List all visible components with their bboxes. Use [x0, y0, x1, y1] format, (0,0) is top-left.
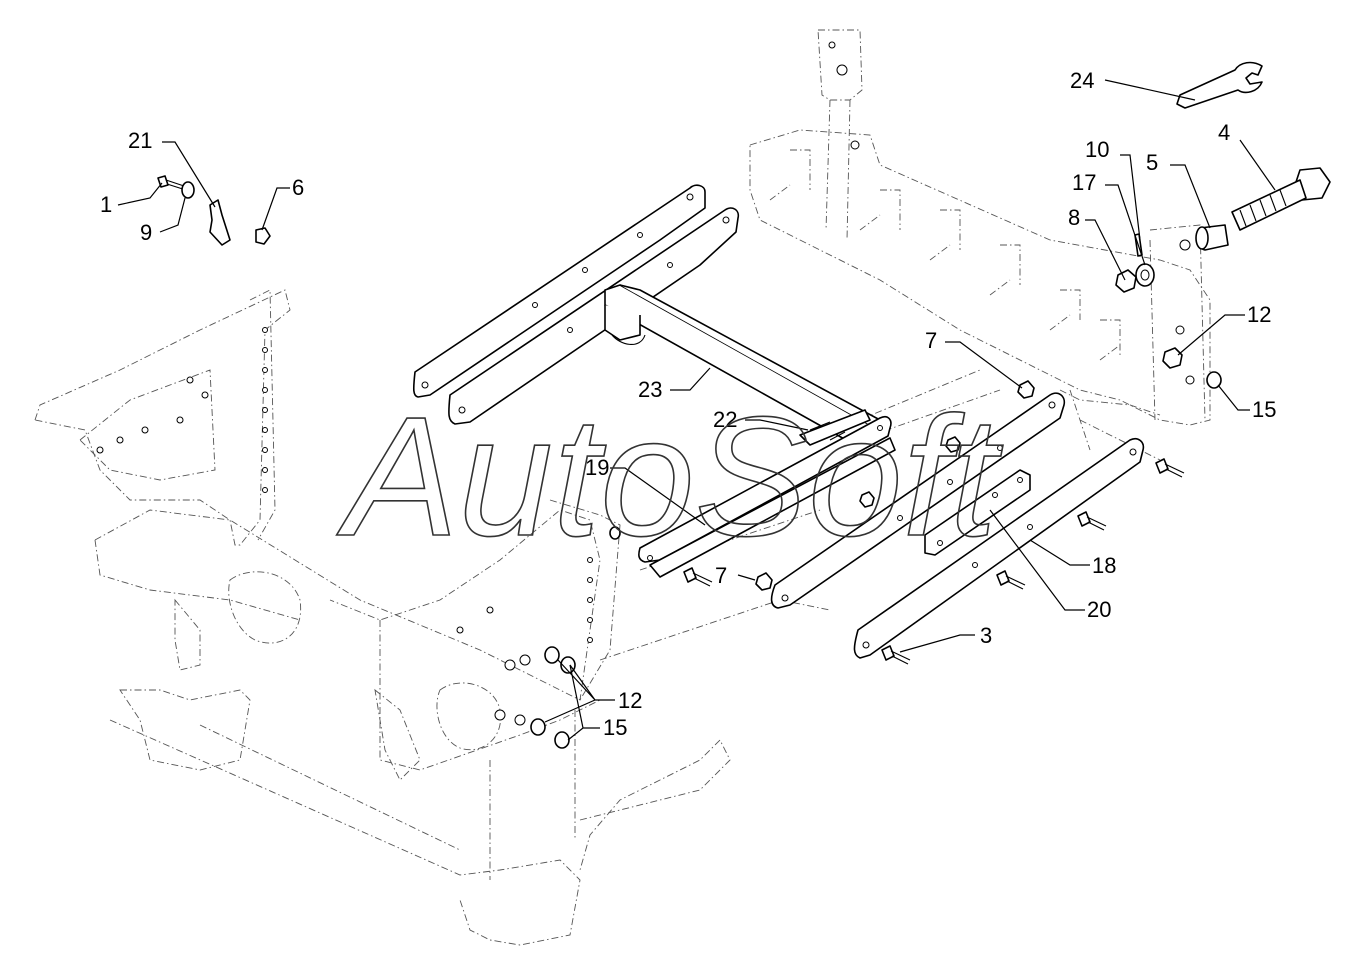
callout-22: 22 [713, 407, 737, 432]
lower-plate-19 [638, 415, 896, 578]
short-plate-20 [924, 469, 1031, 556]
callout-7-lower: 7 [715, 563, 727, 588]
callout-12-lower: 12 [618, 688, 642, 713]
upper-side-plate-left [412, 184, 706, 398]
callout-3: 3 [980, 623, 992, 648]
callout-17: 17 [1072, 170, 1096, 195]
leader-lines [117, 79, 1276, 741]
callout-10: 10 [1085, 137, 1109, 162]
callout-24: 24 [1070, 68, 1094, 93]
frame-holes [96, 327, 593, 726]
callout-12-right: 12 [1247, 302, 1271, 327]
middle-plate [770, 392, 1066, 609]
callout-6: 6 [292, 175, 304, 200]
callout-21: 21 [128, 128, 152, 153]
callout-1: 1 [100, 192, 112, 217]
callout-20: 20 [1087, 597, 1111, 622]
callout-8: 8 [1068, 205, 1080, 230]
callout-labels: 24 4 10 5 17 8 21 1 6 9 12 7 15 23 22 19… [100, 68, 1276, 740]
tractor-frame-ghost [34, 289, 831, 946]
callout-18: 18 [1092, 553, 1116, 578]
crossbeam [604, 284, 881, 446]
long-plate-18 [853, 437, 1145, 659]
callout-19: 19 [585, 455, 609, 480]
callout-15-lower: 15 [603, 715, 627, 740]
watermark: AutoSoft [336, 382, 1004, 572]
callout-4: 4 [1218, 120, 1230, 145]
callout-23: 23 [638, 377, 662, 402]
callout-9: 9 [140, 220, 152, 245]
callout-15-right: 15 [1252, 397, 1276, 422]
callout-5: 5 [1146, 150, 1158, 175]
callout-7-upper: 7 [925, 328, 937, 353]
